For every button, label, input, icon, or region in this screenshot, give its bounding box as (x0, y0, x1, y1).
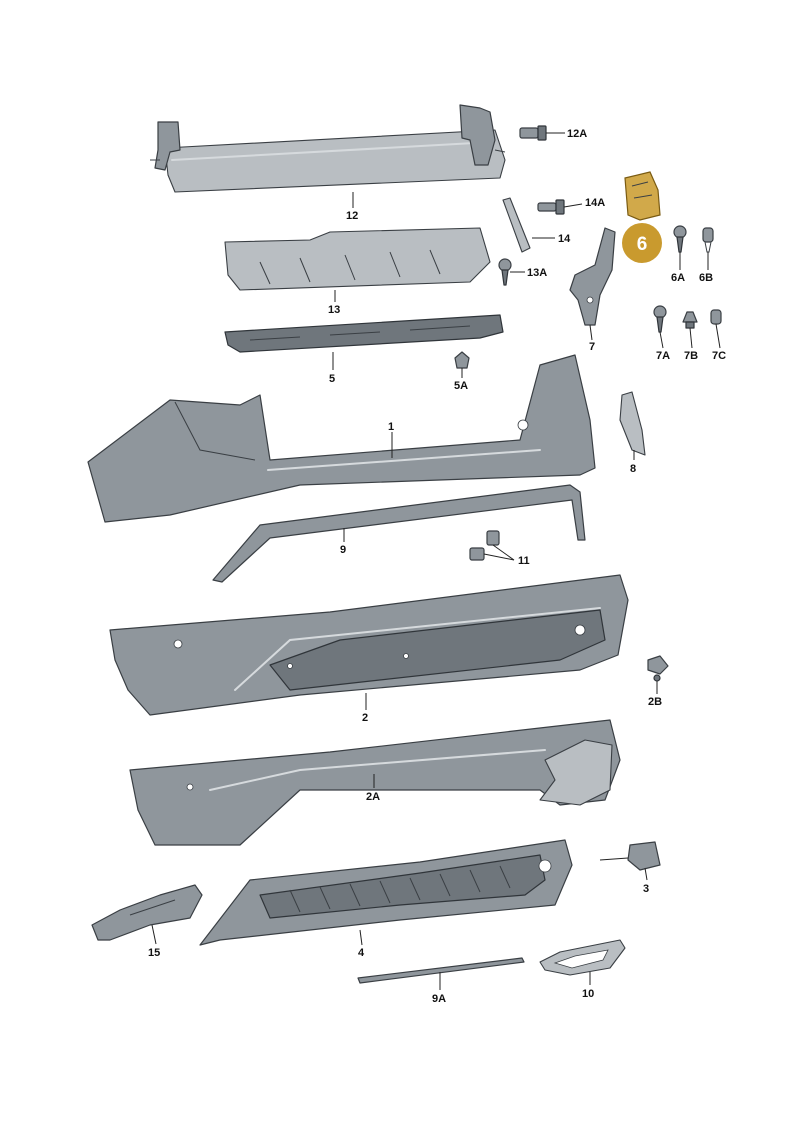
label-1: 1 (388, 421, 394, 433)
part-2B-clip-nut[interactable] (647, 655, 669, 682)
label-7A: 7A (656, 350, 670, 362)
label-15: 15 (148, 947, 160, 959)
label-14: 14 (558, 233, 571, 245)
label-6: 6 (637, 234, 648, 255)
part-9A-strip[interactable] (357, 957, 525, 984)
label-5: 5 (329, 373, 335, 385)
part-6-badge (622, 223, 662, 263)
label-2A: 2A (366, 791, 380, 803)
label-13A: 13A (527, 267, 547, 279)
label-12A: 12A (567, 128, 587, 140)
label-3: 3 (643, 883, 649, 895)
part-7-bracket[interactable] (569, 227, 616, 326)
label-12: 12 (346, 210, 358, 222)
part-2-bumper-cover[interactable] (109, 574, 629, 716)
label-6A: 6A (671, 272, 685, 284)
part-6B-clip[interactable] (702, 227, 714, 253)
part-6-bracket-highlighted[interactable]: 6 (622, 171, 662, 263)
label-2: 2 (362, 712, 368, 724)
label-2B: 2B (648, 696, 662, 708)
part-5A-nut[interactable] (454, 351, 470, 369)
part-13-energy-absorber[interactable] (224, 227, 491, 291)
label-9A: 9A (432, 993, 446, 1005)
part-8-corner-trim[interactable] (619, 391, 646, 456)
part-13A-screw[interactable] (498, 258, 512, 286)
part-3-sensor-cover[interactable] (599, 841, 661, 871)
label-6B: 6B (699, 272, 713, 284)
part-2A-lower-bumper-panel[interactable] (129, 719, 621, 846)
part-14A-bolt[interactable] (537, 199, 565, 215)
part-7A-screw[interactable] (653, 305, 667, 333)
part-6A-screw[interactable] (673, 225, 687, 253)
part-7C-clip[interactable] (710, 309, 722, 325)
part-4-diffuser-grille[interactable] (199, 839, 573, 946)
part-9-trim-strip[interactable] (212, 484, 586, 583)
label-8: 8 (630, 463, 636, 475)
label-5A: 5A (454, 380, 468, 392)
label-7C: 7C (712, 350, 726, 362)
part-15-bracket[interactable] (91, 884, 203, 941)
part-12-impact-bar[interactable] (150, 104, 506, 193)
label-14A: 14A (585, 197, 605, 209)
part-7B-nut[interactable] (682, 311, 698, 329)
label-10: 10 (582, 988, 594, 1000)
label-4: 4 (358, 947, 365, 959)
part-labels: 12A 12 14A 14 13 13A 6A 6B 7 7A 7B 7C 5 … (148, 128, 726, 1005)
part-11-clips[interactable] (469, 530, 500, 561)
part-14-strip[interactable] (502, 197, 531, 253)
part-5-guide-rail[interactable] (224, 314, 504, 353)
leader-lines (151, 132, 721, 990)
label-7: 7 (589, 341, 595, 353)
part-12A-bolt[interactable] (519, 125, 547, 141)
part-1-side-member-trim[interactable] (87, 354, 596, 523)
label-7B: 7B (684, 350, 698, 362)
label-11: 11 (518, 555, 530, 567)
part-10-trim-frame[interactable] (539, 939, 626, 976)
label-9: 9 (340, 544, 346, 556)
label-13: 13 (328, 304, 340, 316)
